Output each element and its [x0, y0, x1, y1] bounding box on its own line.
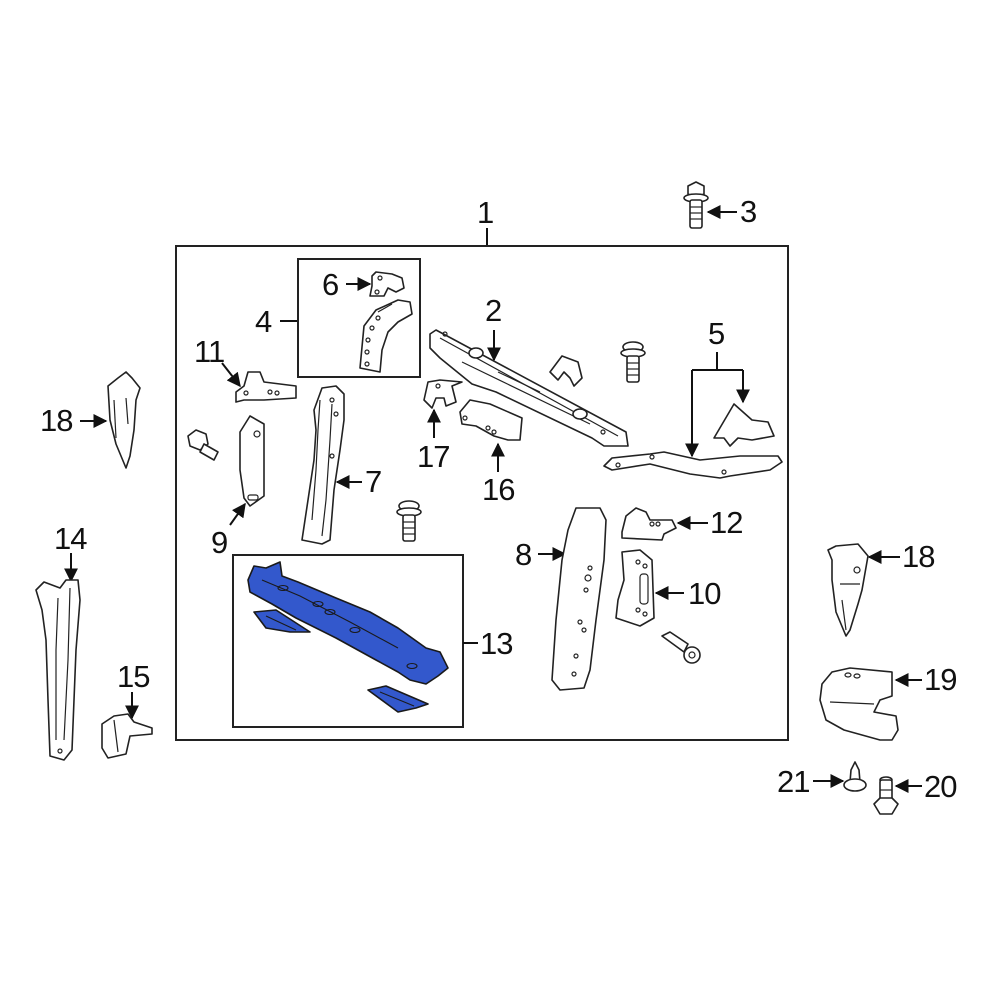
callout-6: 6	[322, 267, 339, 302]
sub-assembly-box-13	[232, 554, 464, 728]
bolt-20-icon[interactable]	[873, 776, 899, 815]
side-member-8-icon[interactable]	[551, 507, 607, 691]
bracket-11-icon[interactable]	[235, 371, 297, 403]
callout-7: 7	[365, 464, 382, 499]
callout-18-left: 18	[40, 403, 73, 438]
lower-tie-bar-13-icon[interactable]	[247, 561, 449, 713]
bracket-10-icon[interactable]	[615, 549, 655, 627]
bolt-left-icon[interactable]	[187, 429, 219, 461]
callout-17: 17	[417, 439, 450, 474]
callout-5: 5	[708, 316, 725, 351]
bracket-16-icon[interactable]	[459, 399, 523, 441]
callout-20: 20	[924, 769, 957, 804]
callout-1: 1	[477, 195, 494, 230]
bracket-9-icon[interactable]	[239, 415, 265, 507]
bolt-3-icon[interactable]	[683, 181, 709, 229]
bracket-15-icon[interactable]	[101, 713, 153, 759]
callout-19: 19	[924, 662, 957, 697]
callout-12: 12	[710, 505, 743, 540]
callout-8: 8	[515, 537, 532, 572]
assembly-box-1	[175, 245, 789, 741]
callout-15: 15	[117, 659, 150, 694]
callout-3: 3	[740, 194, 757, 229]
callout-4: 4	[255, 304, 272, 339]
callout-18-right: 18	[902, 539, 935, 574]
callout-13: 13	[480, 626, 513, 661]
bolt-lower-icon[interactable]	[661, 631, 701, 664]
bracket-18-right-icon[interactable]	[827, 543, 869, 637]
callout-10: 10	[688, 576, 721, 611]
callout-9: 9	[211, 525, 228, 560]
clip-21-icon[interactable]	[843, 761, 867, 792]
callout-21: 21	[777, 764, 810, 799]
side-member-7-icon[interactable]	[301, 385, 345, 545]
callout-11: 11	[194, 334, 225, 369]
bracket-18-left-icon[interactable]	[107, 371, 141, 469]
bolt-center-icon[interactable]	[396, 500, 422, 542]
bracket-19-icon[interactable]	[819, 667, 899, 741]
callout-14: 14	[54, 521, 87, 556]
bracket-17-icon[interactable]	[423, 379, 463, 409]
rail-4-icon[interactable]	[359, 299, 413, 373]
callout-16: 16	[482, 472, 515, 507]
clip-bracket-icon[interactable]	[549, 355, 583, 387]
bracket-5a-icon[interactable]	[713, 403, 775, 447]
bracket-12-icon[interactable]	[621, 507, 677, 541]
callout-2: 2	[485, 293, 502, 328]
bolt-icon[interactable]	[620, 341, 646, 383]
bracket-6-icon[interactable]	[369, 271, 405, 297]
support-14-icon[interactable]	[35, 579, 81, 761]
upper-tie-bar-2-icon[interactable]	[429, 329, 629, 447]
sub-assembly-box-4	[297, 258, 421, 378]
rail-5b-icon[interactable]	[603, 451, 783, 479]
